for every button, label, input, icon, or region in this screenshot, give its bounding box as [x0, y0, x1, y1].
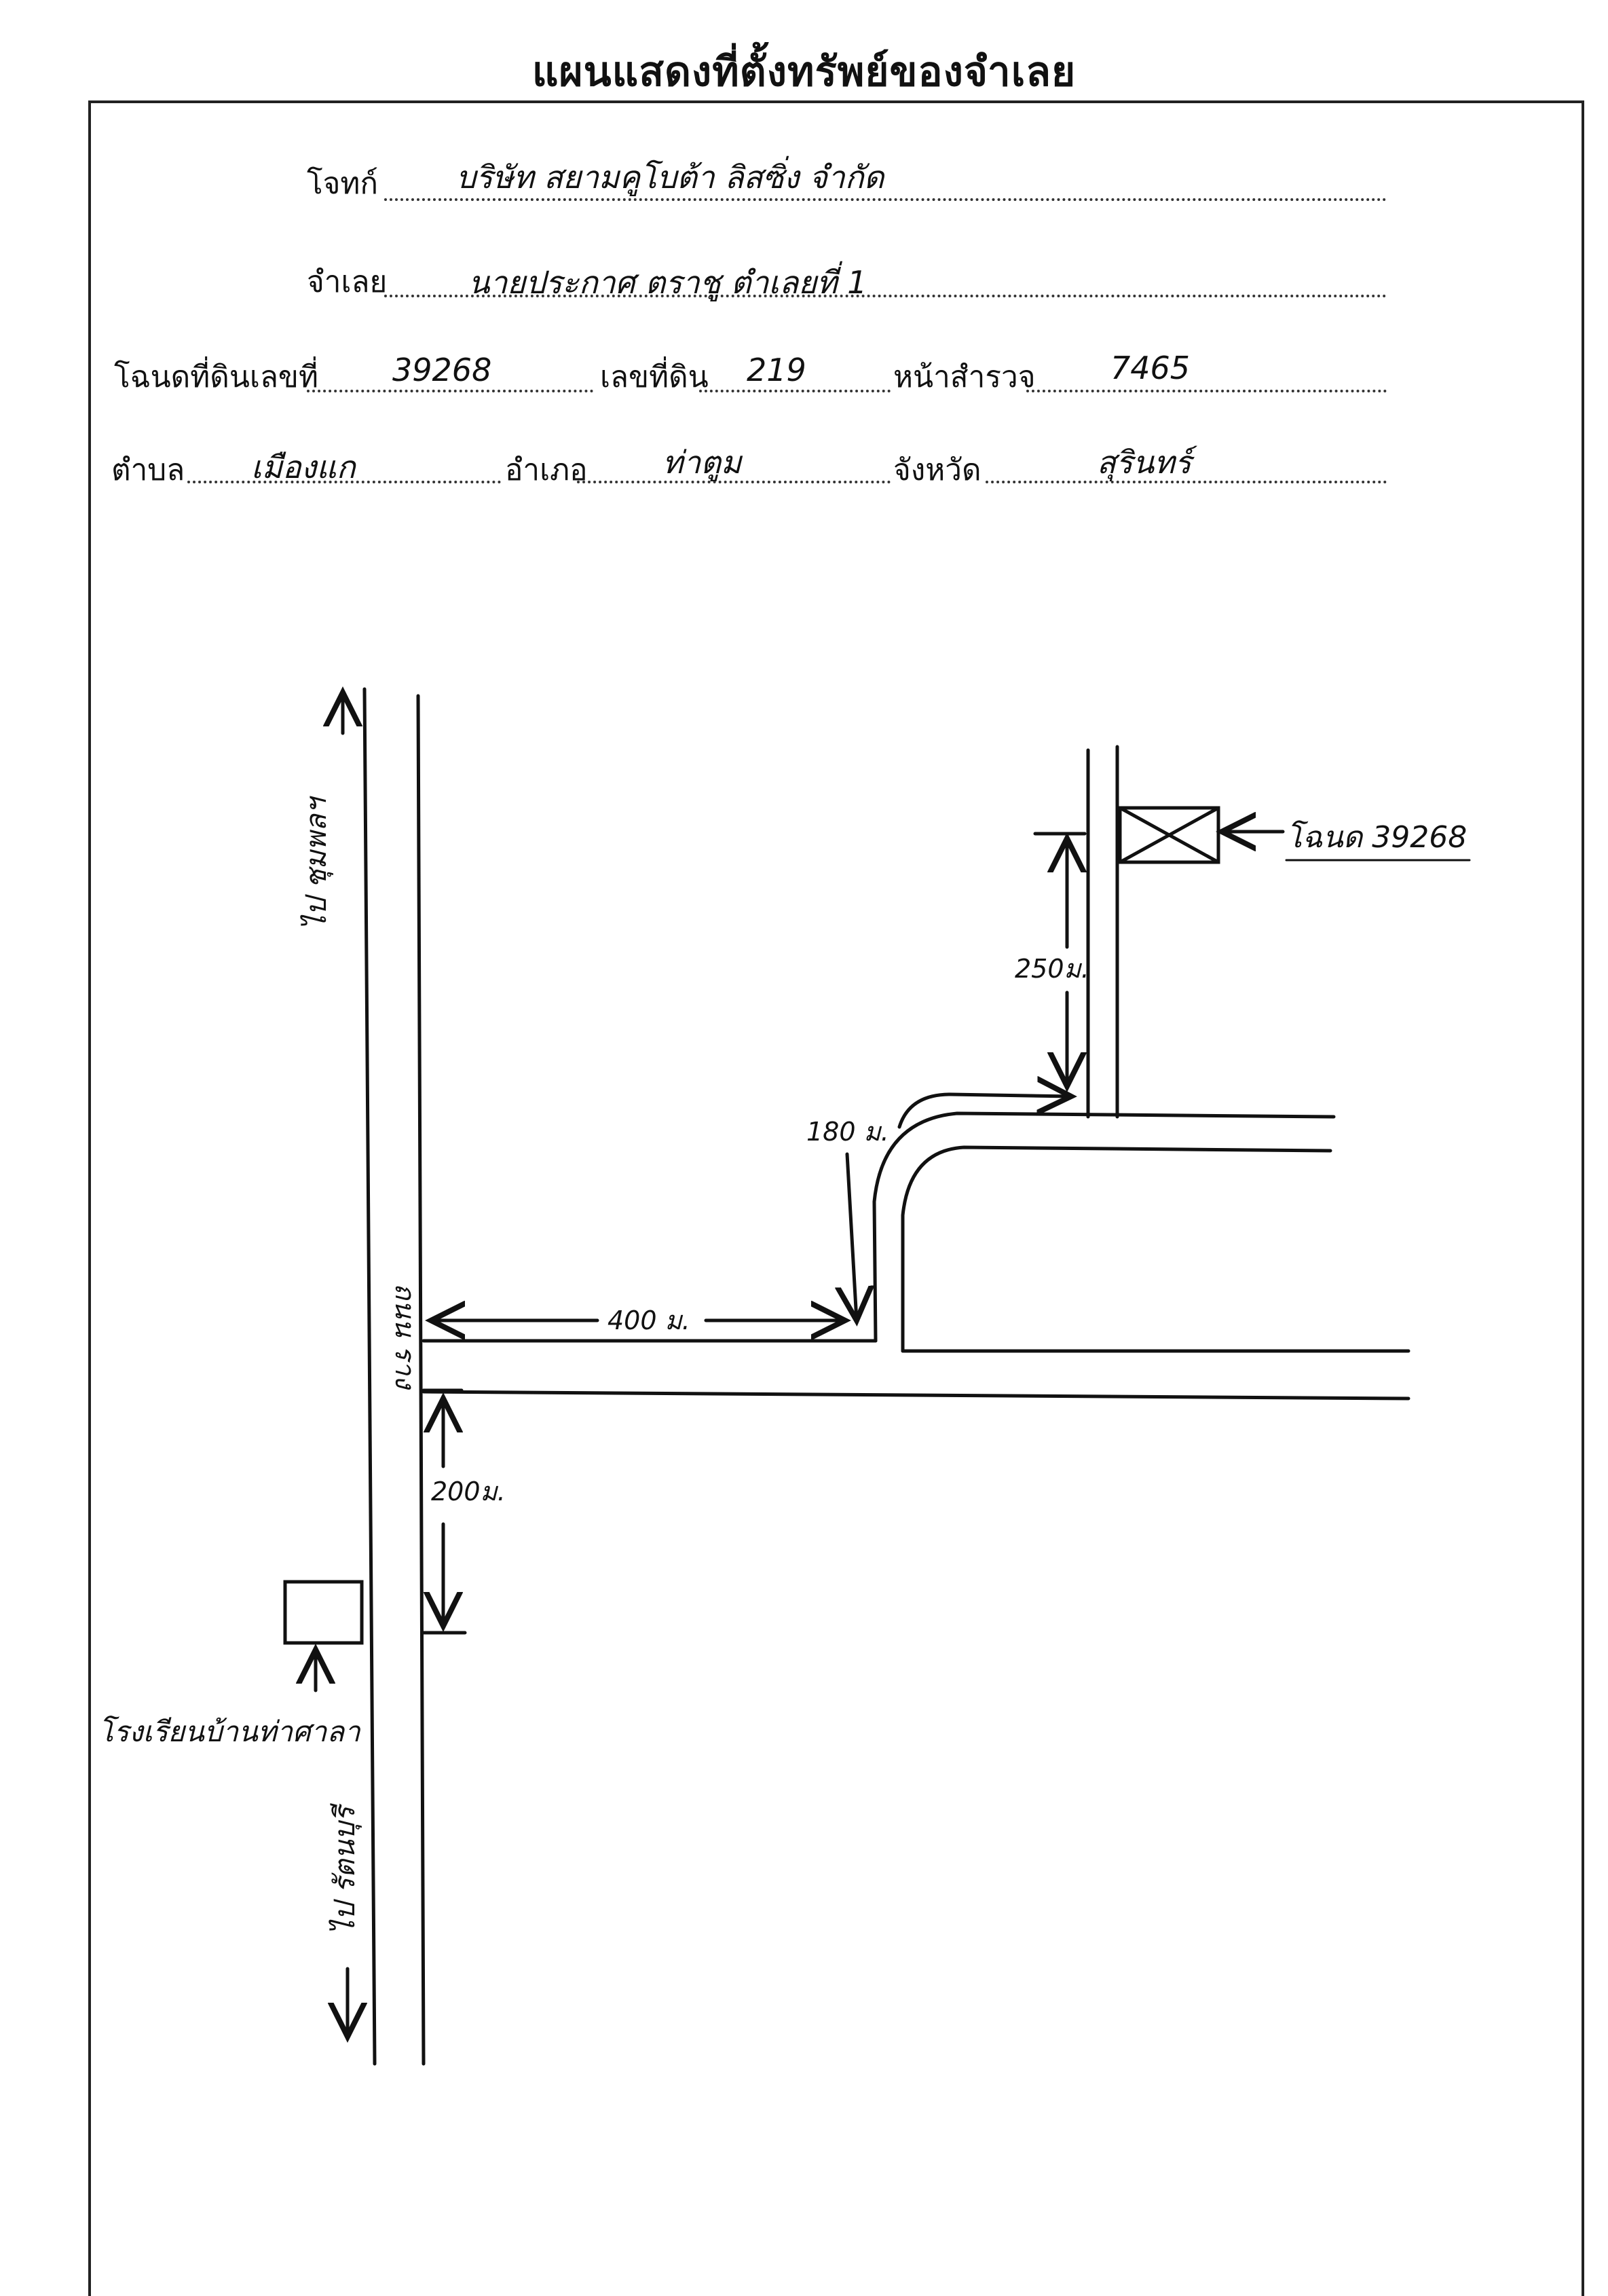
- deed-line: [307, 390, 593, 392]
- document-title: แผนแสดงที่ตั้งทรัพย์ของจำเลย: [531, 48, 1077, 96]
- province-value: สุรินทร์: [1097, 444, 1192, 481]
- branch-road-west-edge: [872, 1111, 1336, 1343]
- survey-value: 7465: [1110, 350, 1191, 386]
- property-cross-2: [1118, 806, 1220, 864]
- province-line: [986, 481, 1387, 483]
- plaintiff-line: [384, 198, 1387, 201]
- subdistrict-value: เมืองแก: [251, 449, 356, 485]
- plaintiff-label: โจทก์: [307, 166, 379, 201]
- deed-label: โฉนดที่ดินเลขที่: [114, 360, 318, 394]
- defendant-line: [384, 295, 1387, 297]
- land-no-value: 219: [747, 352, 806, 388]
- district-value: ท่าตูม: [662, 444, 742, 481]
- branch-road-east-edge: [901, 1145, 1332, 1353]
- road-name-label: ถนน ราง: [389, 1283, 420, 1390]
- district-label: อำเภอ: [505, 453, 588, 487]
- school-label: โรงเรียนบ้านท่าศาลา: [98, 1715, 361, 1748]
- south-destination-label: ไป รัตนบุรี: [328, 1802, 362, 1935]
- main-road-west-edge: [362, 687, 377, 2066]
- land-no-line: [699, 390, 891, 392]
- subdistrict-line: [187, 481, 501, 483]
- dim-180-arrow-right: [897, 1094, 1071, 1129]
- deed-value: 39268: [392, 352, 492, 388]
- school-box: [283, 1580, 364, 1645]
- province-label: จังหวัด: [893, 453, 981, 487]
- dim-250-label: 250ม.: [1015, 954, 1089, 984]
- dim-180-arrow-down: [847, 1152, 857, 1320]
- document-frame: [88, 100, 1584, 2296]
- dim-180-label: 180 ม.: [806, 1117, 889, 1147]
- land-no-label: เลขที่ดิน: [600, 360, 709, 394]
- district-line: [577, 481, 891, 483]
- dim-200-label: 200ม.: [431, 1477, 506, 1506]
- side-road-south-edge: [422, 1390, 1410, 1401]
- survey-line: [1026, 390, 1387, 392]
- deed-marker-label: โฉนด 39268: [1286, 820, 1467, 855]
- plaintiff-value: บริษัท สยามคูโบต้า ลิสซิ่ง จำกัด: [456, 159, 884, 196]
- subdistrict-label: ตำบล: [111, 453, 185, 487]
- dim-400-label: 400 ม.: [607, 1306, 690, 1335]
- north-destination-label: ไป ชุมพลฯ: [299, 796, 333, 930]
- defendant-label: จำเลย: [307, 265, 388, 299]
- survey-label: หน้าสำรวจ: [893, 360, 1036, 394]
- main-road-east-edge: [416, 694, 426, 2066]
- defendant-value: นายประกาศ ตราชู ตำเลยที่ 1: [468, 264, 867, 301]
